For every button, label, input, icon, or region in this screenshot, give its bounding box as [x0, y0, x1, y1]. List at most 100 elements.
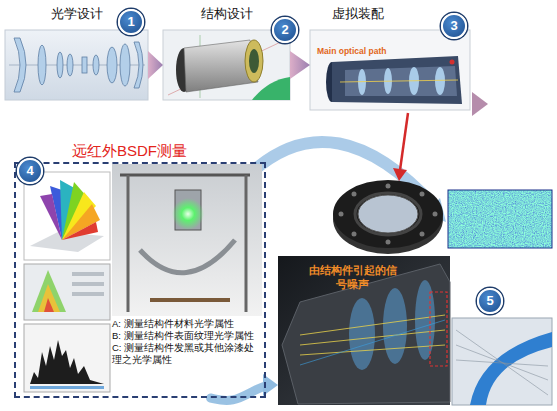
design-panel: 虚拟装配Main optical path — [310, 30, 470, 110]
noise-image — [448, 190, 552, 248]
step-badge: 4 — [17, 158, 43, 184]
virtual-assembly-image — [332, 56, 462, 104]
bsdf-plot-image — [40, 194, 62, 240]
optical-design-image — [5, 30, 148, 100]
detail-image — [456, 360, 548, 366]
flow-chevron — [290, 51, 310, 79]
structural-ring-image — [333, 180, 443, 254]
software-window-image — [38, 284, 60, 312]
instrument-photo — [127, 175, 130, 312]
software-window-image — [44, 298, 54, 312]
structure-design-image — [252, 77, 290, 100]
lens-simulation-image — [300, 345, 445, 355]
callout-number: 2 — [274, 19, 296, 41]
structure-design-image — [163, 30, 290, 100]
virtual-assembly-image — [310, 30, 470, 110]
structural-ring-image — [420, 192, 425, 197]
lens-simulation-image — [278, 256, 450, 405]
instrument-photo — [140, 240, 235, 273]
instrument-photo — [172, 198, 204, 230]
group-title: 远红外BSDF测量 — [72, 142, 242, 160]
optical-design-image — [14, 38, 26, 92]
structural-ring-image — [352, 192, 357, 197]
measurement-group: 远红外BSDF测量A: 测量结构件材料光学属性B: 测量结构件表面纹理光学属性C… — [14, 162, 266, 398]
optical-design-image — [82, 57, 87, 73]
bsdf-plot-image — [62, 222, 98, 240]
structural-ring-image — [352, 232, 357, 237]
instrument-photo — [245, 175, 248, 312]
flow-chevron — [472, 92, 488, 116]
callout-number: 4 — [19, 160, 41, 182]
lens-simulation-image — [300, 320, 445, 365]
spectrum-plot-image — [24, 324, 110, 392]
software-window-image — [72, 292, 104, 296]
structure-design-image — [163, 30, 290, 100]
structural-ring-image — [386, 184, 391, 189]
virtual-assembly-image — [340, 80, 458, 82]
panel-heading: 虚拟装配 — [332, 5, 422, 22]
flow-chevron — [290, 51, 310, 79]
bsdf-plot-image — [62, 204, 100, 240]
virtual-assembly-image — [435, 67, 445, 95]
noise-image — [448, 190, 552, 248]
structure-design-image — [249, 49, 259, 73]
structural-ring-image — [420, 232, 425, 237]
lens-simulation-image — [278, 256, 450, 405]
software-window-image — [32, 270, 66, 312]
red-arrow — [393, 113, 408, 181]
spectrum-plot-image — [30, 386, 104, 389]
structural-ring-image — [333, 180, 443, 248]
optical-design-image — [67, 54, 73, 76]
structural-ring-image — [358, 195, 418, 233]
lens-simulation-image — [349, 298, 375, 370]
spectrum-plot-image — [30, 340, 104, 384]
red-arrow — [393, 168, 407, 181]
structure-design-image — [245, 40, 263, 82]
callout-number: 5 — [479, 290, 501, 312]
lens-simulation-image — [430, 292, 447, 366]
software-window-image — [72, 282, 104, 286]
design-panel: 光学设计 — [5, 30, 148, 100]
step-badge: 5 — [477, 288, 503, 314]
detail-image — [456, 330, 548, 395]
optical-design-image — [5, 30, 148, 100]
image-caption: Main optical path — [317, 46, 437, 57]
measurement-item: C: 测量结构件发黑或其他涂漆处理之光学属性 — [112, 342, 262, 366]
optical-design-image — [38, 45, 46, 85]
virtual-assembly-image — [310, 30, 470, 110]
design-panel: 结构设计 — [163, 30, 290, 100]
noise-caption: 由结构件引起的信号噪声 — [304, 263, 401, 291]
measurement-item: A: 测量结构件材料光学属性 — [112, 318, 262, 330]
instrument-photo — [112, 164, 262, 316]
software-window-image — [24, 264, 110, 320]
software-window-image — [24, 264, 110, 320]
step-badge: 1 — [118, 9, 144, 35]
flow-chevron — [472, 92, 488, 116]
panel-heading: 结构设计 — [163, 5, 290, 22]
optical-design-image — [57, 52, 63, 78]
instrument-photo — [120, 174, 250, 177]
optical-design-image — [134, 42, 143, 88]
detail-image — [452, 318, 552, 405]
step-badge: 3 — [441, 13, 467, 39]
instrument-photo — [112, 164, 262, 316]
flow-arrow-line — [211, 385, 268, 400]
structural-ring-image — [339, 212, 344, 217]
virtual-assembly-image — [450, 60, 455, 65]
optical-design-image — [93, 55, 99, 75]
optical-design-image — [107, 47, 117, 83]
optical-design-image — [120, 44, 130, 86]
callout-number: 3 — [443, 15, 465, 37]
software-window-image — [72, 272, 104, 276]
simulation-view: 由结构件引起的信号噪声 — [278, 256, 450, 405]
detail-image — [452, 318, 552, 405]
flow-chevron — [148, 51, 163, 79]
structural-ring-image — [386, 240, 391, 245]
structural-ring-image — [433, 212, 438, 217]
step-badge: 2 — [272, 17, 298, 43]
red-arrow — [400, 113, 408, 170]
